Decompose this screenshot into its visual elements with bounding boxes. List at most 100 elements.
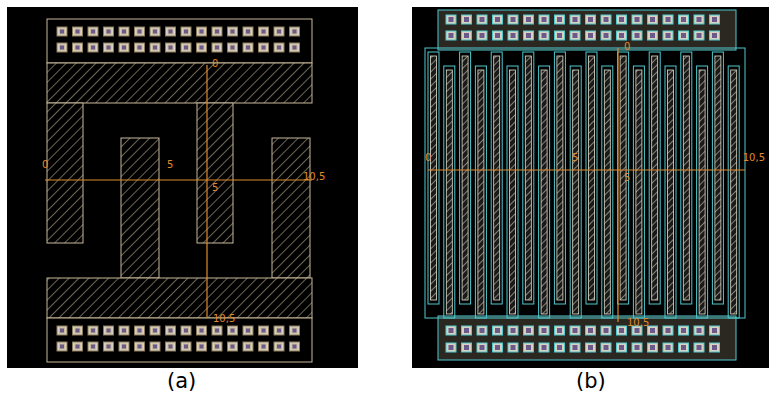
contact <box>212 342 222 351</box>
contact <box>462 15 472 24</box>
contact <box>710 31 720 40</box>
contact-via <box>122 29 127 34</box>
contact <box>570 15 580 24</box>
contact-via <box>168 45 173 50</box>
contact-via <box>106 328 111 333</box>
contact <box>290 342 300 351</box>
contact-via <box>137 45 142 50</box>
finger <box>446 70 452 314</box>
active-area <box>425 48 745 318</box>
contact <box>150 326 160 335</box>
contact <box>166 43 176 52</box>
finger-outline <box>539 66 550 318</box>
contact-via <box>464 328 469 333</box>
contact-via <box>292 328 297 333</box>
contact <box>617 15 627 24</box>
contact-via <box>292 344 297 349</box>
contact-via <box>230 328 235 333</box>
contact-via <box>60 29 65 34</box>
axis-tick-label: 10,5 <box>743 153 765 163</box>
contact <box>197 27 207 36</box>
contact-via <box>137 344 142 349</box>
finger-outline <box>712 52 723 304</box>
contact <box>477 15 487 24</box>
contact-via <box>230 45 235 50</box>
finger-outline <box>475 66 486 318</box>
contact <box>663 15 673 24</box>
contact-via <box>184 328 189 333</box>
contact <box>212 326 222 335</box>
contact <box>181 326 191 335</box>
contact <box>710 343 720 352</box>
contact-via <box>168 344 173 349</box>
contact-via <box>246 328 251 333</box>
contact <box>212 43 222 52</box>
contact <box>524 343 534 352</box>
contact-via <box>153 344 158 349</box>
contact <box>694 343 704 352</box>
contact <box>477 326 487 335</box>
contact-via <box>199 344 204 349</box>
contact <box>243 326 253 335</box>
finger <box>557 56 563 300</box>
finger-outline <box>507 66 518 318</box>
contact-via <box>230 29 235 34</box>
contact-via <box>184 29 189 34</box>
contact-via <box>666 33 671 38</box>
contact-via <box>91 29 96 34</box>
contact-via <box>557 328 562 333</box>
contact <box>274 326 284 335</box>
finger <box>478 70 484 314</box>
contact <box>493 31 503 40</box>
finger <box>652 56 658 300</box>
contact-via <box>712 33 717 38</box>
contact-via <box>573 328 578 333</box>
axis-tick-label: 5 <box>624 173 630 183</box>
axis-tick-label: 5 <box>167 160 173 170</box>
contact <box>228 342 238 351</box>
contact-via <box>650 33 655 38</box>
contact-via <box>137 29 142 34</box>
contact <box>119 326 129 335</box>
contact <box>586 15 596 24</box>
contact <box>524 31 534 40</box>
contact <box>586 343 596 352</box>
contact <box>632 15 642 24</box>
contact-via <box>666 345 671 350</box>
axes <box>45 48 745 322</box>
contact-via <box>184 344 189 349</box>
axis-tick-label: 10,5 <box>213 314 235 324</box>
contact <box>663 343 673 352</box>
contact <box>555 343 565 352</box>
contact-via <box>557 33 562 38</box>
contact <box>694 326 704 335</box>
contact <box>73 27 83 36</box>
contact-via <box>246 344 251 349</box>
transistor-layout-a <box>47 19 312 362</box>
contact <box>274 342 284 351</box>
contact-via <box>75 328 80 333</box>
contact-via <box>60 328 65 333</box>
contact-via <box>199 29 204 34</box>
contact <box>679 343 689 352</box>
contact-via <box>480 345 485 350</box>
finger <box>589 56 595 300</box>
contact <box>679 31 689 40</box>
contact-via <box>604 345 609 350</box>
contact-via <box>106 344 111 349</box>
finger <box>462 56 468 300</box>
contact-via <box>75 45 80 50</box>
contact <box>617 326 627 335</box>
contact <box>197 326 207 335</box>
contact <box>88 43 98 52</box>
contact-via <box>215 29 220 34</box>
contact <box>570 31 580 40</box>
contact <box>73 342 83 351</box>
contact <box>166 27 176 36</box>
contact <box>290 326 300 335</box>
finger <box>510 70 516 314</box>
contact-via <box>153 328 158 333</box>
contact <box>446 15 456 24</box>
finger <box>731 70 737 314</box>
